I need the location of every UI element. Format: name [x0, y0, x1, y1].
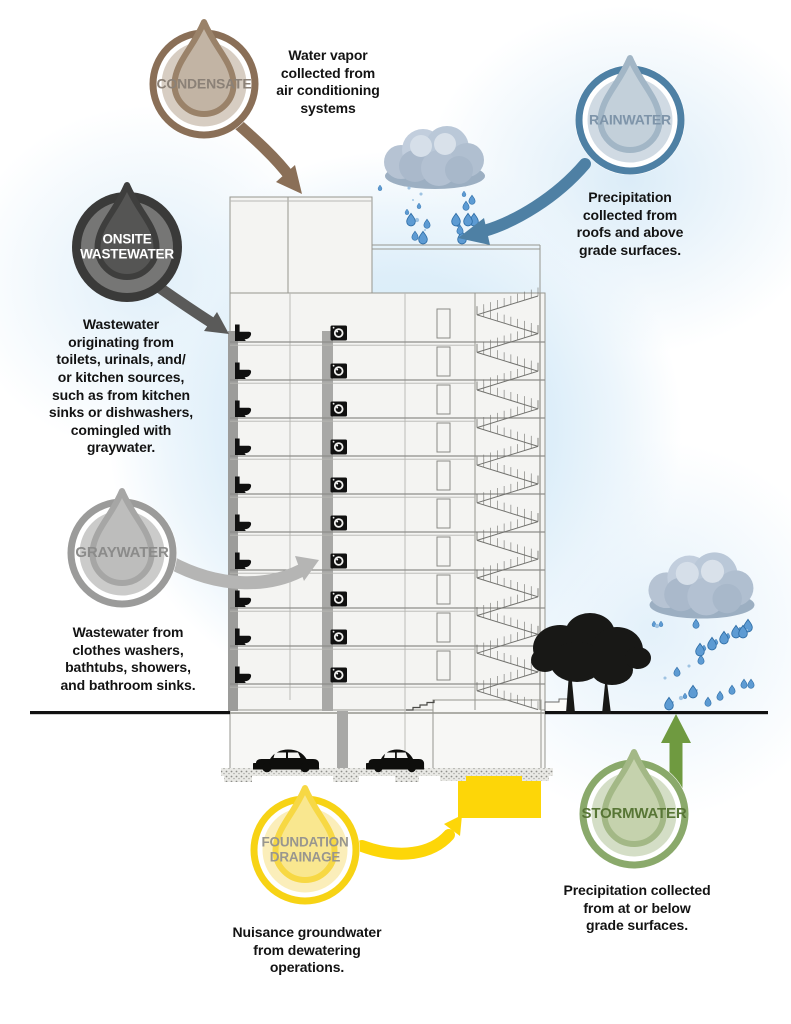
basement-column — [337, 711, 348, 769]
left-pipe-chase — [228, 331, 238, 711]
rain-cloud-top — [384, 126, 485, 189]
water-drop-icon — [579, 749, 689, 869]
water-drop-icon — [250, 785, 360, 905]
stormwater-label: STORMWATER — [581, 804, 687, 822]
graywater-badge: GRAYWATER — [62, 477, 182, 617]
graywater-description: Wastewater from clothes washers, bathtub… — [60, 624, 196, 693]
foundation-drainage-label: FOUNDATION DRAINAGE — [261, 834, 349, 864]
floors — [230, 308, 545, 688]
water-drop-icon — [67, 488, 177, 608]
ground-line-right — [545, 711, 768, 715]
onsite-wastewater-label: ONSITE WASTEWATER — [80, 231, 174, 261]
ground-line-left — [30, 711, 230, 715]
rain-cloud-bottom — [648, 552, 755, 619]
graywater-label: GRAYWATER — [75, 543, 169, 561]
foundation-drainage-badge: FOUNDATION DRAINAGE — [245, 774, 365, 914]
stormwater-description: Precipitation collected from at or below… — [563, 882, 711, 934]
rainwater-label: RAINWATER — [589, 111, 671, 128]
condensate-badge: CONDENSATE — [144, 8, 264, 148]
water-drop-icon — [575, 55, 685, 175]
rainfall-ground — [651, 618, 755, 711]
center-pipe-chase — [322, 331, 333, 711]
water-drop-icon — [149, 19, 259, 139]
foundation-drainage-description: Nuisance groundwater from dewatering ope… — [232, 924, 382, 976]
graywater-arrow — [163, 555, 307, 590]
onsite-wastewater-badge: ONSITE WASTEWATER — [67, 171, 187, 311]
stair-tower — [476, 287, 539, 711]
stormwater-badge: STORMWATER — [574, 738, 694, 878]
onsite-wastewater-arrow — [154, 282, 218, 329]
car — [366, 749, 425, 773]
foundation-drainage-arrow — [356, 829, 455, 860]
onsite-wastewater-description: Wastewater originating from toilets, uri… — [48, 316, 194, 456]
trees — [531, 613, 651, 714]
condensate-description: Water vapor collected from air condition… — [276, 47, 380, 116]
rainfall-roof — [377, 184, 479, 245]
car — [253, 749, 319, 773]
rainwater-arrow — [478, 158, 591, 237]
rainwater-badge: RAINWATER — [570, 44, 690, 184]
condensate-label: CONDENSATE — [156, 75, 252, 92]
rainwater-description: Precipitation collected from roofs and a… — [576, 189, 684, 258]
water-drop-icon — [72, 182, 182, 302]
footings — [221, 768, 553, 782]
